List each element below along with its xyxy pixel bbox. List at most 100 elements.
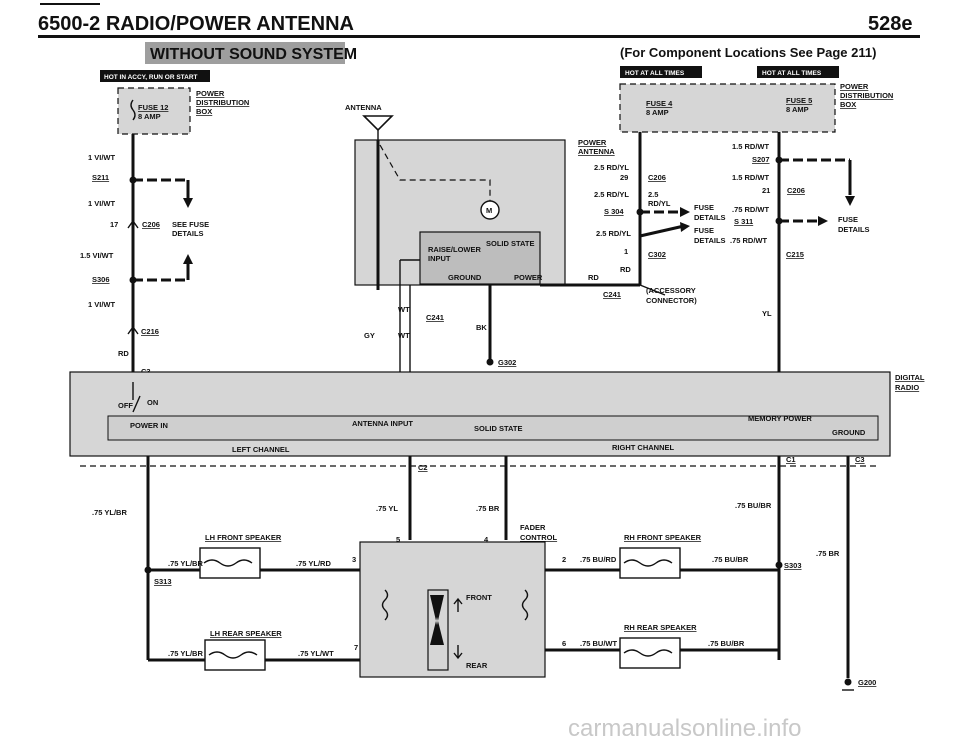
accessory-label: (ACCESSORY <box>646 286 696 295</box>
hot-tag-left <box>100 70 210 82</box>
c206-connector-icon <box>127 219 139 229</box>
model-code: 528e <box>868 13 913 35</box>
c302-label: C302 <box>648 250 666 259</box>
s313-label: S313 <box>154 577 172 586</box>
details-a: DETAILS <box>694 213 726 222</box>
fuse12-symbol <box>130 99 136 121</box>
front-label: FRONT <box>466 593 492 602</box>
on-label: ON <box>147 398 158 407</box>
fader-coil-left <box>381 589 389 621</box>
left-rd-label: RD <box>118 349 129 358</box>
solid-state-box <box>419 231 541 285</box>
right-pdb-label2: DISTRIBUTION <box>840 91 893 100</box>
pin4-label: 4 <box>484 535 489 544</box>
c2-label: C2 <box>418 463 428 472</box>
s306-arrow-icon <box>183 254 193 264</box>
right-pdb-label1: POWER <box>840 82 869 91</box>
fader-label: FADER <box>520 523 546 532</box>
left-wire2: 1 VI/WT <box>88 199 116 208</box>
see-fuse-details: DETAILS <box>172 229 204 238</box>
w-ylbr-f: .75 YL/BR <box>168 559 203 568</box>
fader-control-unit <box>359 541 546 678</box>
s211-label: S211 <box>92 173 109 182</box>
g302-label: G302 <box>498 358 516 367</box>
fuse-b-arrow-icon <box>680 222 690 232</box>
left-wire4: 1 VI/WT <box>88 300 116 309</box>
motor-icon <box>480 200 500 220</box>
antenna-label: ANTENNA <box>345 103 382 112</box>
w-15rdwt: 1.5 RD/WT <box>732 142 770 151</box>
w-75ylbr: .75 YL/BR <box>92 508 127 517</box>
right-power-dist-box <box>619 83 836 133</box>
pin6-label: 6 <box>562 639 566 648</box>
w-75rdwt2: .75 RD/WT <box>730 236 768 245</box>
g200-ground <box>844 678 852 686</box>
s207-label: S207 <box>752 155 770 164</box>
pin3-label: 3 <box>352 555 356 564</box>
fader-slider[interactable] <box>427 589 449 671</box>
lh-rear-label: LH REAR SPEAKER <box>210 629 282 638</box>
accessory-leader <box>639 284 666 296</box>
s304-arrow-icon <box>680 207 690 217</box>
fuse5-label: FUSE 5 <box>786 96 812 105</box>
fader-arrows-icon <box>430 595 444 645</box>
wt2-label: WT <box>398 331 410 340</box>
power-antenna-label1: POWER <box>578 138 607 147</box>
w-ylwt: .75 YL/WT <box>298 649 334 658</box>
w-75br: .75 BR <box>476 504 500 513</box>
rh-front-coil <box>623 559 673 567</box>
hot-tag-mid-text: HOT AT ALL TIMES <box>625 70 685 77</box>
subtitle-right: (For Component Locations See Page 211) <box>620 45 876 60</box>
left-wire1: 1 VI/WT <box>88 153 116 162</box>
lh-front-label: LH FRONT SPEAKER <box>205 533 282 542</box>
details-c: DETAILS <box>838 225 870 234</box>
off-label: OFF <box>118 401 133 410</box>
s211-arrow-icon <box>183 198 193 208</box>
header-rule <box>38 35 920 38</box>
fuse-c: FUSE <box>838 215 858 224</box>
right-rd-label: RD <box>620 265 631 274</box>
subtitle-box <box>145 42 345 64</box>
w-ylbr-r: .75 YL/BR <box>168 649 203 658</box>
radio-ground-label: GROUND <box>832 428 866 437</box>
c206-label: C206 <box>142 220 160 229</box>
c241b-label: C241 <box>603 290 621 299</box>
rh-rear-label: RH REAR SPEAKER <box>624 623 697 632</box>
s311-label: S 311 <box>734 217 753 226</box>
subtitle-left: WITHOUT SOUND SYSTEM <box>150 46 357 63</box>
w-25rdyl3: 2.5 RD/YL <box>596 229 631 238</box>
fuse4-label: FUSE 4 <box>646 99 673 108</box>
front-arrow-icon <box>453 597 463 612</box>
power-antenna-label2: ANTENNA <box>578 147 615 156</box>
digital-label: DIGITAL <box>895 373 925 382</box>
w-75rdwt: .75 RD/WT <box>732 205 770 214</box>
right-yl-label: YL <box>762 309 772 318</box>
g302-ground <box>486 358 494 366</box>
pin5-label: 5 <box>396 535 400 544</box>
hot-tag-right-text: HOT AT ALL TIMES <box>762 70 822 77</box>
w-ylrd: .75 YL/RD <box>296 559 331 568</box>
rear-arrow-icon <box>453 645 463 660</box>
wt-label: WT <box>398 305 410 314</box>
fuse-a: FUSE <box>694 203 714 212</box>
left-pdb-label2: DISTRIBUTION <box>196 98 249 107</box>
c206a-label: C206 <box>648 173 666 182</box>
power-switch-icon <box>132 395 141 413</box>
left-power-dist-box <box>117 87 191 135</box>
fuse-b: FUSE <box>694 226 714 235</box>
c216-label: C216 <box>141 327 159 336</box>
lh-rear-speaker-icon <box>204 639 266 671</box>
solid-state-label: SOLID STATE <box>486 239 534 248</box>
left-pdb-label3: BOX <box>196 107 212 116</box>
hot-tag-mid <box>620 66 702 78</box>
digital-radio-unit <box>69 371 891 457</box>
g200-label: G200 <box>858 678 876 687</box>
antenna-icon <box>362 115 394 132</box>
w-15rdwt2: 1.5 RD/WT <box>732 173 770 182</box>
w-25: 2.5 <box>648 190 658 199</box>
w-buwt: .75 BU/WT <box>580 639 618 648</box>
power-label: POWER <box>514 273 543 282</box>
watermark: carmanualsonline.info <box>568 715 801 742</box>
connector-label: CONNECTOR) <box>646 296 697 305</box>
